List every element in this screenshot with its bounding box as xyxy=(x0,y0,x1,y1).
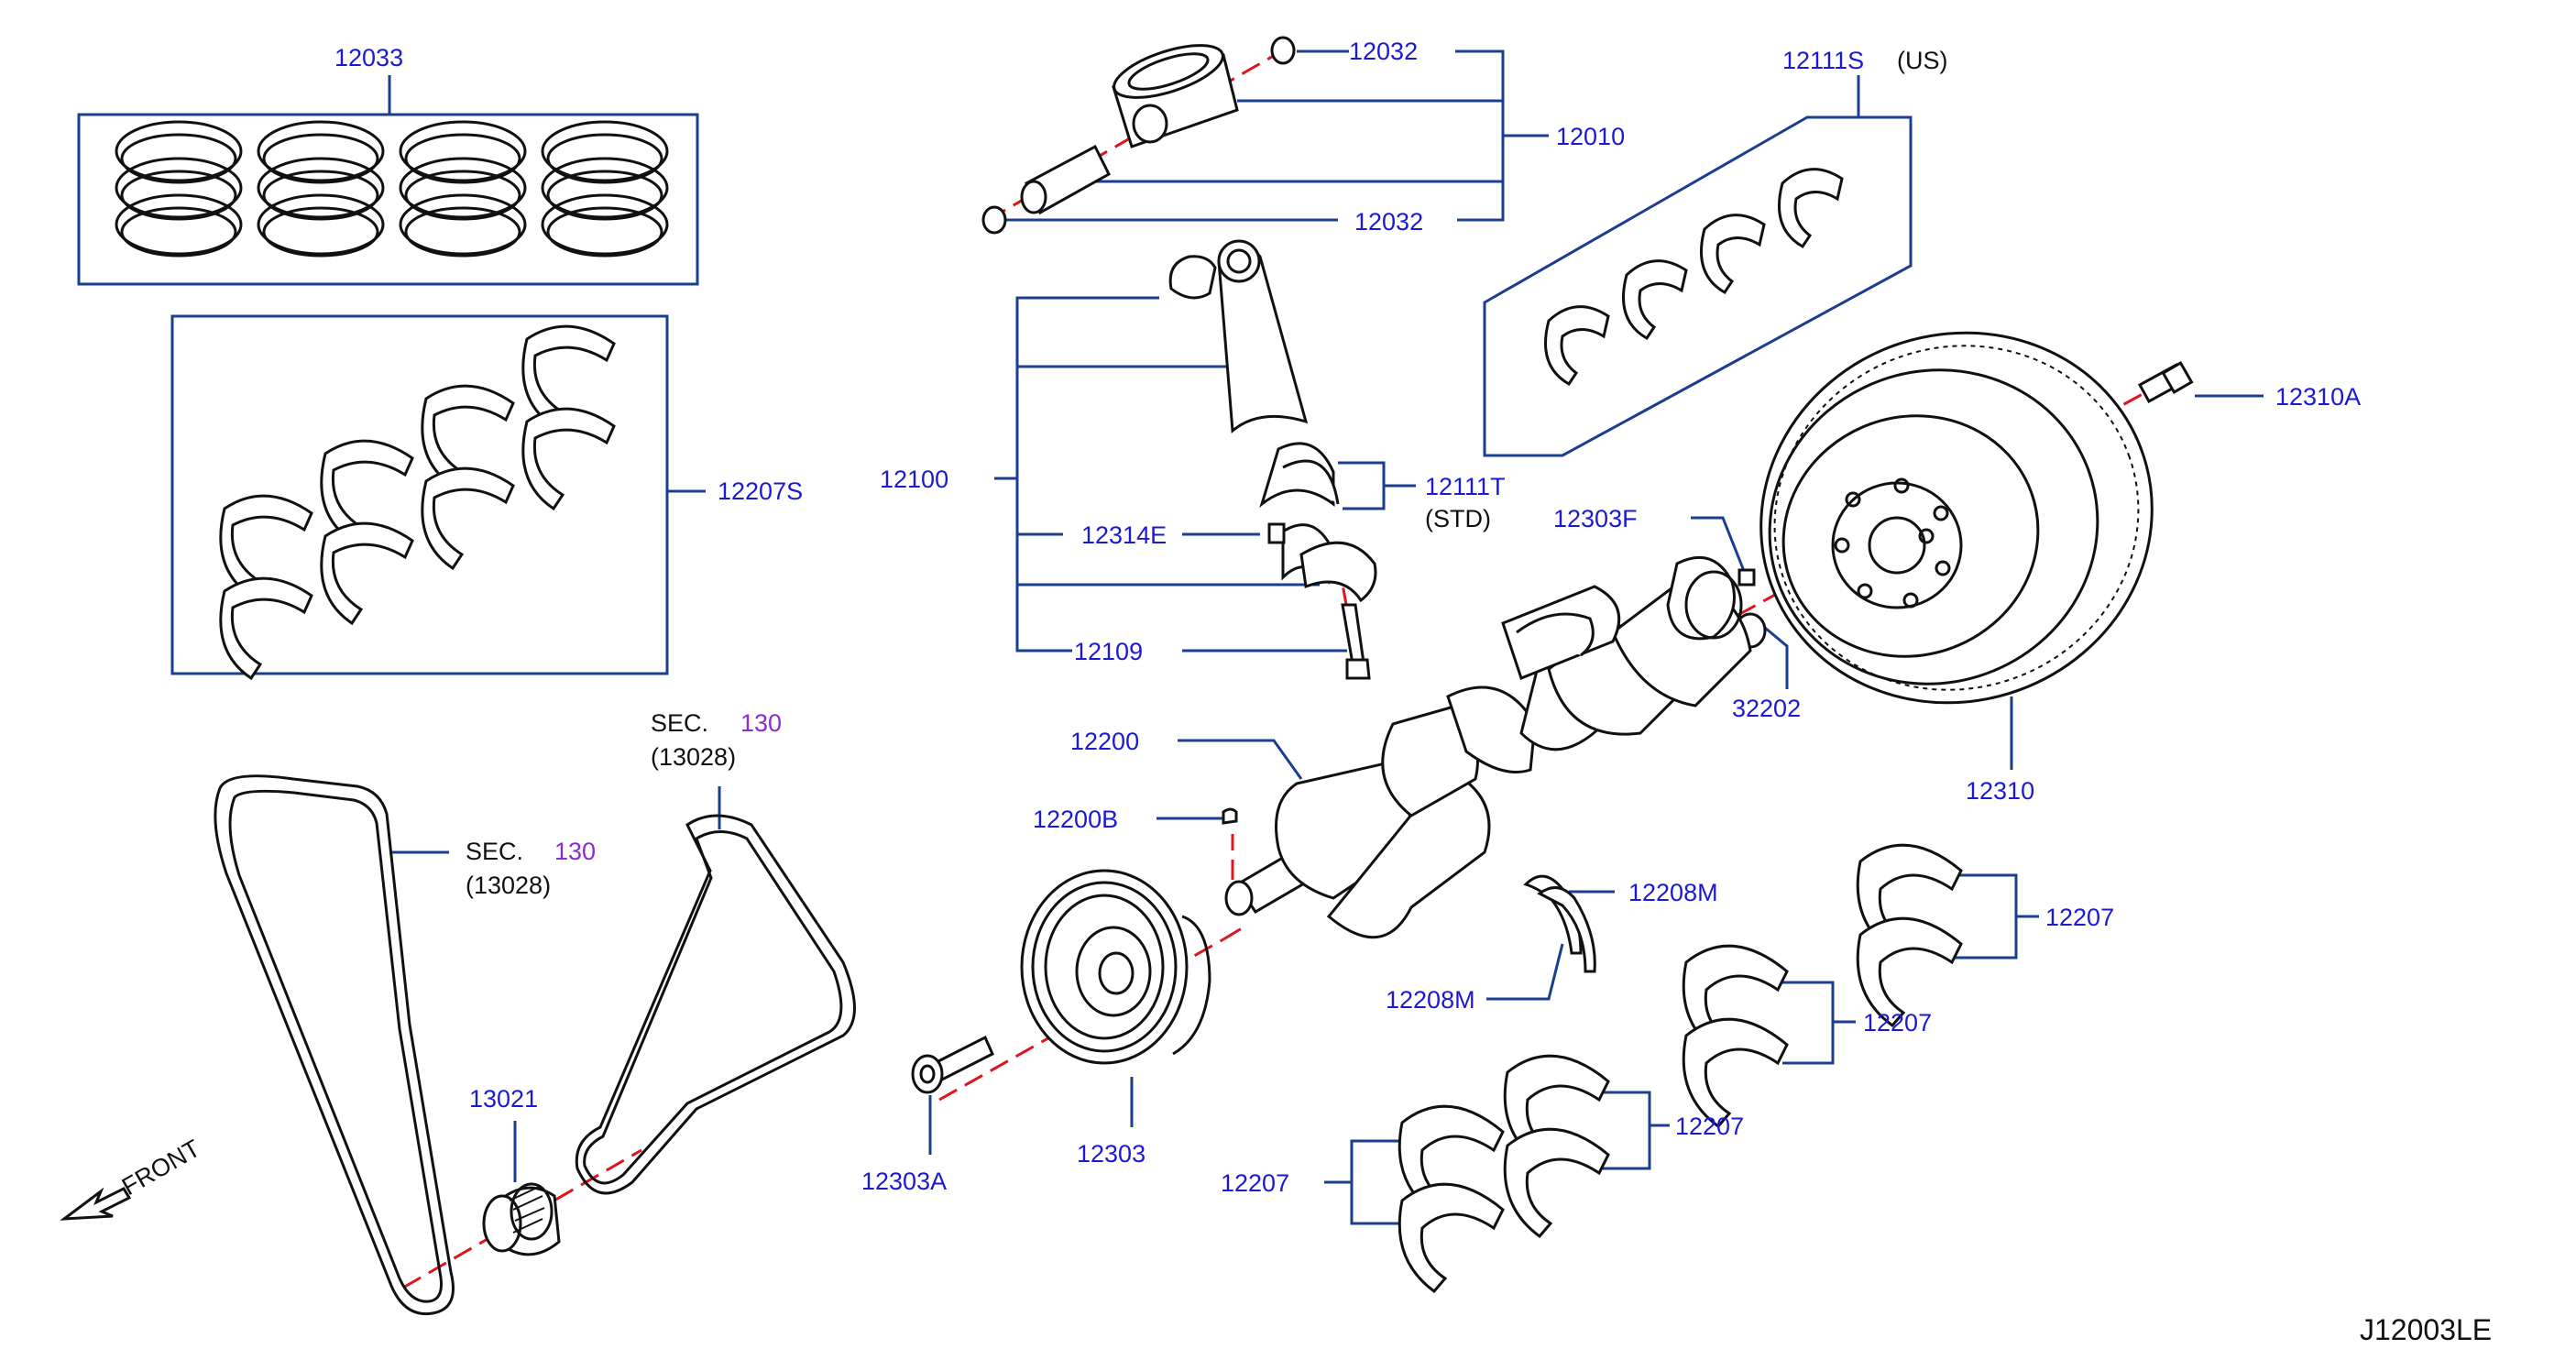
label-12207-1[interactable]: 12207 xyxy=(2045,904,2114,931)
label-12111T-note: (STD) xyxy=(1425,505,1491,532)
label-12208M-bottom[interactable]: 12208M xyxy=(1386,986,1475,1014)
label-12111S[interactable]: 12111S xyxy=(1782,47,1864,74)
pulley-bolt xyxy=(911,1035,994,1094)
label-12032-bottom[interactable]: 12032 xyxy=(1354,208,1423,236)
label-12207-4[interactable]: 12207 xyxy=(1221,1169,1289,1197)
crank-main-bearings xyxy=(1398,843,1963,1294)
sec-ref-1-number[interactable]: 130 xyxy=(740,709,782,737)
label-12208M-top[interactable]: 12208M xyxy=(1628,879,1718,906)
label-12100[interactable]: 12100 xyxy=(880,466,948,493)
flywheel xyxy=(1734,331,2194,705)
sec-ref-1-sub: (13028) xyxy=(651,743,736,771)
crank-sprocket xyxy=(482,1182,561,1256)
sec-ref-2-sub: (13028) xyxy=(466,872,551,899)
label-12200B[interactable]: 12200B xyxy=(1033,806,1118,833)
piston-rings xyxy=(115,120,669,258)
woodruff-key xyxy=(1222,807,1238,825)
front-label: FRONT xyxy=(117,1135,205,1201)
label-12111T[interactable]: 12111T xyxy=(1425,473,1506,500)
label-13021[interactable]: 13021 xyxy=(469,1085,538,1113)
label-12111S-note: (US) xyxy=(1897,47,1948,74)
label-12303F[interactable]: 12303F xyxy=(1553,505,1638,532)
front-arrow-icon xyxy=(60,1187,132,1221)
thrust-washers xyxy=(1523,874,1596,973)
label-32202[interactable]: 32202 xyxy=(1732,695,1801,722)
diagram-code: J12003LE xyxy=(2360,1313,2492,1346)
crank-pulley xyxy=(1020,869,1211,1065)
part-labels: 12033 12032 12010 12032 12111S (US) 1220… xyxy=(117,38,2492,1346)
label-12033[interactable]: 12033 xyxy=(334,44,403,71)
label-12310[interactable]: 12310 xyxy=(1966,777,2034,805)
sec-ref-1-prefix: SEC. xyxy=(651,709,708,737)
crankshaft xyxy=(1224,555,1752,939)
conrod-bearings-set xyxy=(1544,168,1844,386)
label-12303A[interactable]: 12303A xyxy=(861,1168,947,1195)
label-12303[interactable]: 12303 xyxy=(1077,1140,1145,1168)
label-12207S[interactable]: 12207S xyxy=(718,477,803,505)
sec-ref-2-number[interactable]: 130 xyxy=(554,838,596,865)
label-12109[interactable]: 12109 xyxy=(1074,638,1143,665)
label-12310A[interactable]: 12310A xyxy=(2275,383,2361,411)
label-12314E[interactable]: 12314E xyxy=(1081,521,1167,549)
label-12207-3[interactable]: 12207 xyxy=(1675,1113,1744,1140)
timing-chains xyxy=(214,774,856,1316)
main-bearings-set xyxy=(219,324,616,681)
sec-ref-2-prefix: SEC. xyxy=(466,838,523,865)
label-12207-2[interactable]: 12207 xyxy=(1863,1009,1932,1036)
label-12032-top[interactable]: 12032 xyxy=(1349,38,1418,65)
label-12200[interactable]: 12200 xyxy=(1070,728,1139,755)
connecting-rod xyxy=(1168,239,1377,680)
piston-assembly xyxy=(981,36,1296,235)
leader-lines xyxy=(77,49,2264,1225)
label-12010[interactable]: 12010 xyxy=(1556,123,1625,150)
